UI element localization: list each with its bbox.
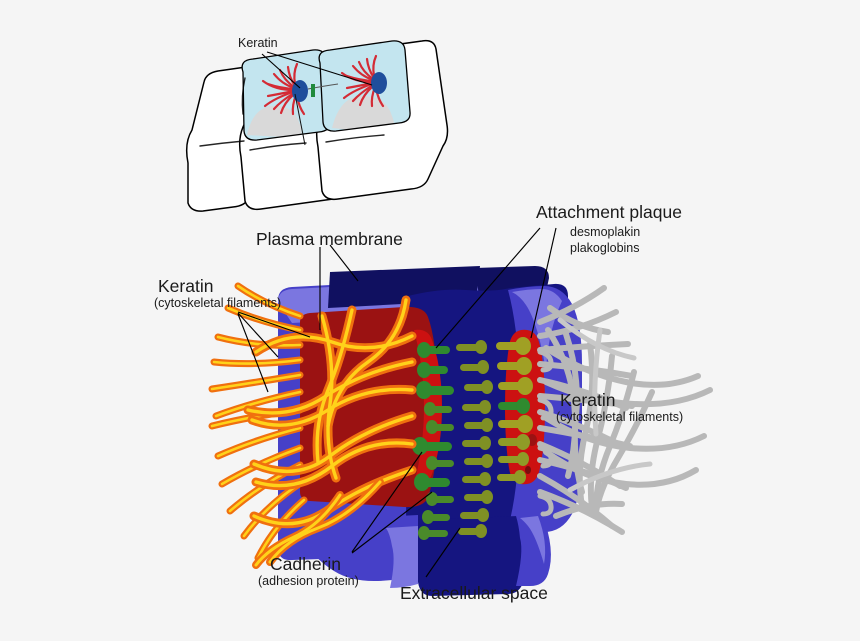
label-plakoglobins: plakoglobins xyxy=(570,241,640,255)
leader-keratin-left-1 xyxy=(237,311,311,338)
inset-desmosome-right xyxy=(371,72,387,94)
inset-nucleus-right xyxy=(332,96,395,132)
right-skirt-highlight xyxy=(520,516,546,564)
inset-keratin-label: Keratin xyxy=(238,36,278,50)
label-keratin-right-subtitle: (cytoskeletal filaments) xyxy=(556,410,683,424)
inset-leader-2 xyxy=(266,51,373,86)
cadherin-bridges xyxy=(412,337,533,540)
label-plasma-membrane: Plasma membrane xyxy=(256,229,403,249)
left-membrane-skirt xyxy=(288,515,418,581)
right-keratin-hooks xyxy=(537,349,554,517)
inset-connecting-line xyxy=(307,83,339,90)
inset-cadherin xyxy=(311,84,315,97)
inset-desmosome-left xyxy=(292,80,308,102)
label-keratin-left-title: Keratin xyxy=(158,276,213,296)
label-desmoplakin: desmoplakin xyxy=(570,225,640,239)
inset-leader-1 xyxy=(261,53,301,89)
right-plaque-shade-2 xyxy=(525,466,531,474)
leader-attachment-plaque-2 xyxy=(530,227,557,339)
inset-nucleus-left xyxy=(247,105,302,138)
label-keratin-left-subtitle: (cytoskeletal filaments) xyxy=(154,296,281,310)
label-extracellular-space: Extracellular space xyxy=(400,583,548,603)
inset-leader-3 xyxy=(294,93,306,146)
leader-cadherin-2 xyxy=(351,491,433,554)
desmosome-illustration xyxy=(208,266,713,596)
left-keratin-filaments xyxy=(208,282,417,569)
right-keratin-filaments xyxy=(537,285,713,535)
inset-cytoplasm-right-outline xyxy=(318,40,411,132)
label-keratin-right-title: Keratin xyxy=(560,390,615,410)
right-keratin-overlay xyxy=(557,317,653,493)
leader-keratin-left-3 xyxy=(237,313,269,393)
left-skirt-highlight xyxy=(386,526,418,588)
leader-attachment-plaque-1 xyxy=(435,227,541,349)
leader-lines xyxy=(237,227,557,578)
leader-keratin-left-2 xyxy=(237,312,279,358)
leader-cadherin-1 xyxy=(351,451,423,553)
leader-plasma-membrane-2 xyxy=(329,244,359,282)
inset-tissue-diagram: Keratin xyxy=(185,36,449,212)
text-labels: Plasma membrane Keratin (cytoskeletal fi… xyxy=(154,202,683,603)
leader-extracellular-space xyxy=(425,527,461,578)
label-attachment-plaque-title: Attachment plaque xyxy=(536,202,682,222)
label-cadherin-title: Cadherin xyxy=(270,554,341,574)
label-cadherin-subtitle: (adhesion protein) xyxy=(258,574,359,588)
